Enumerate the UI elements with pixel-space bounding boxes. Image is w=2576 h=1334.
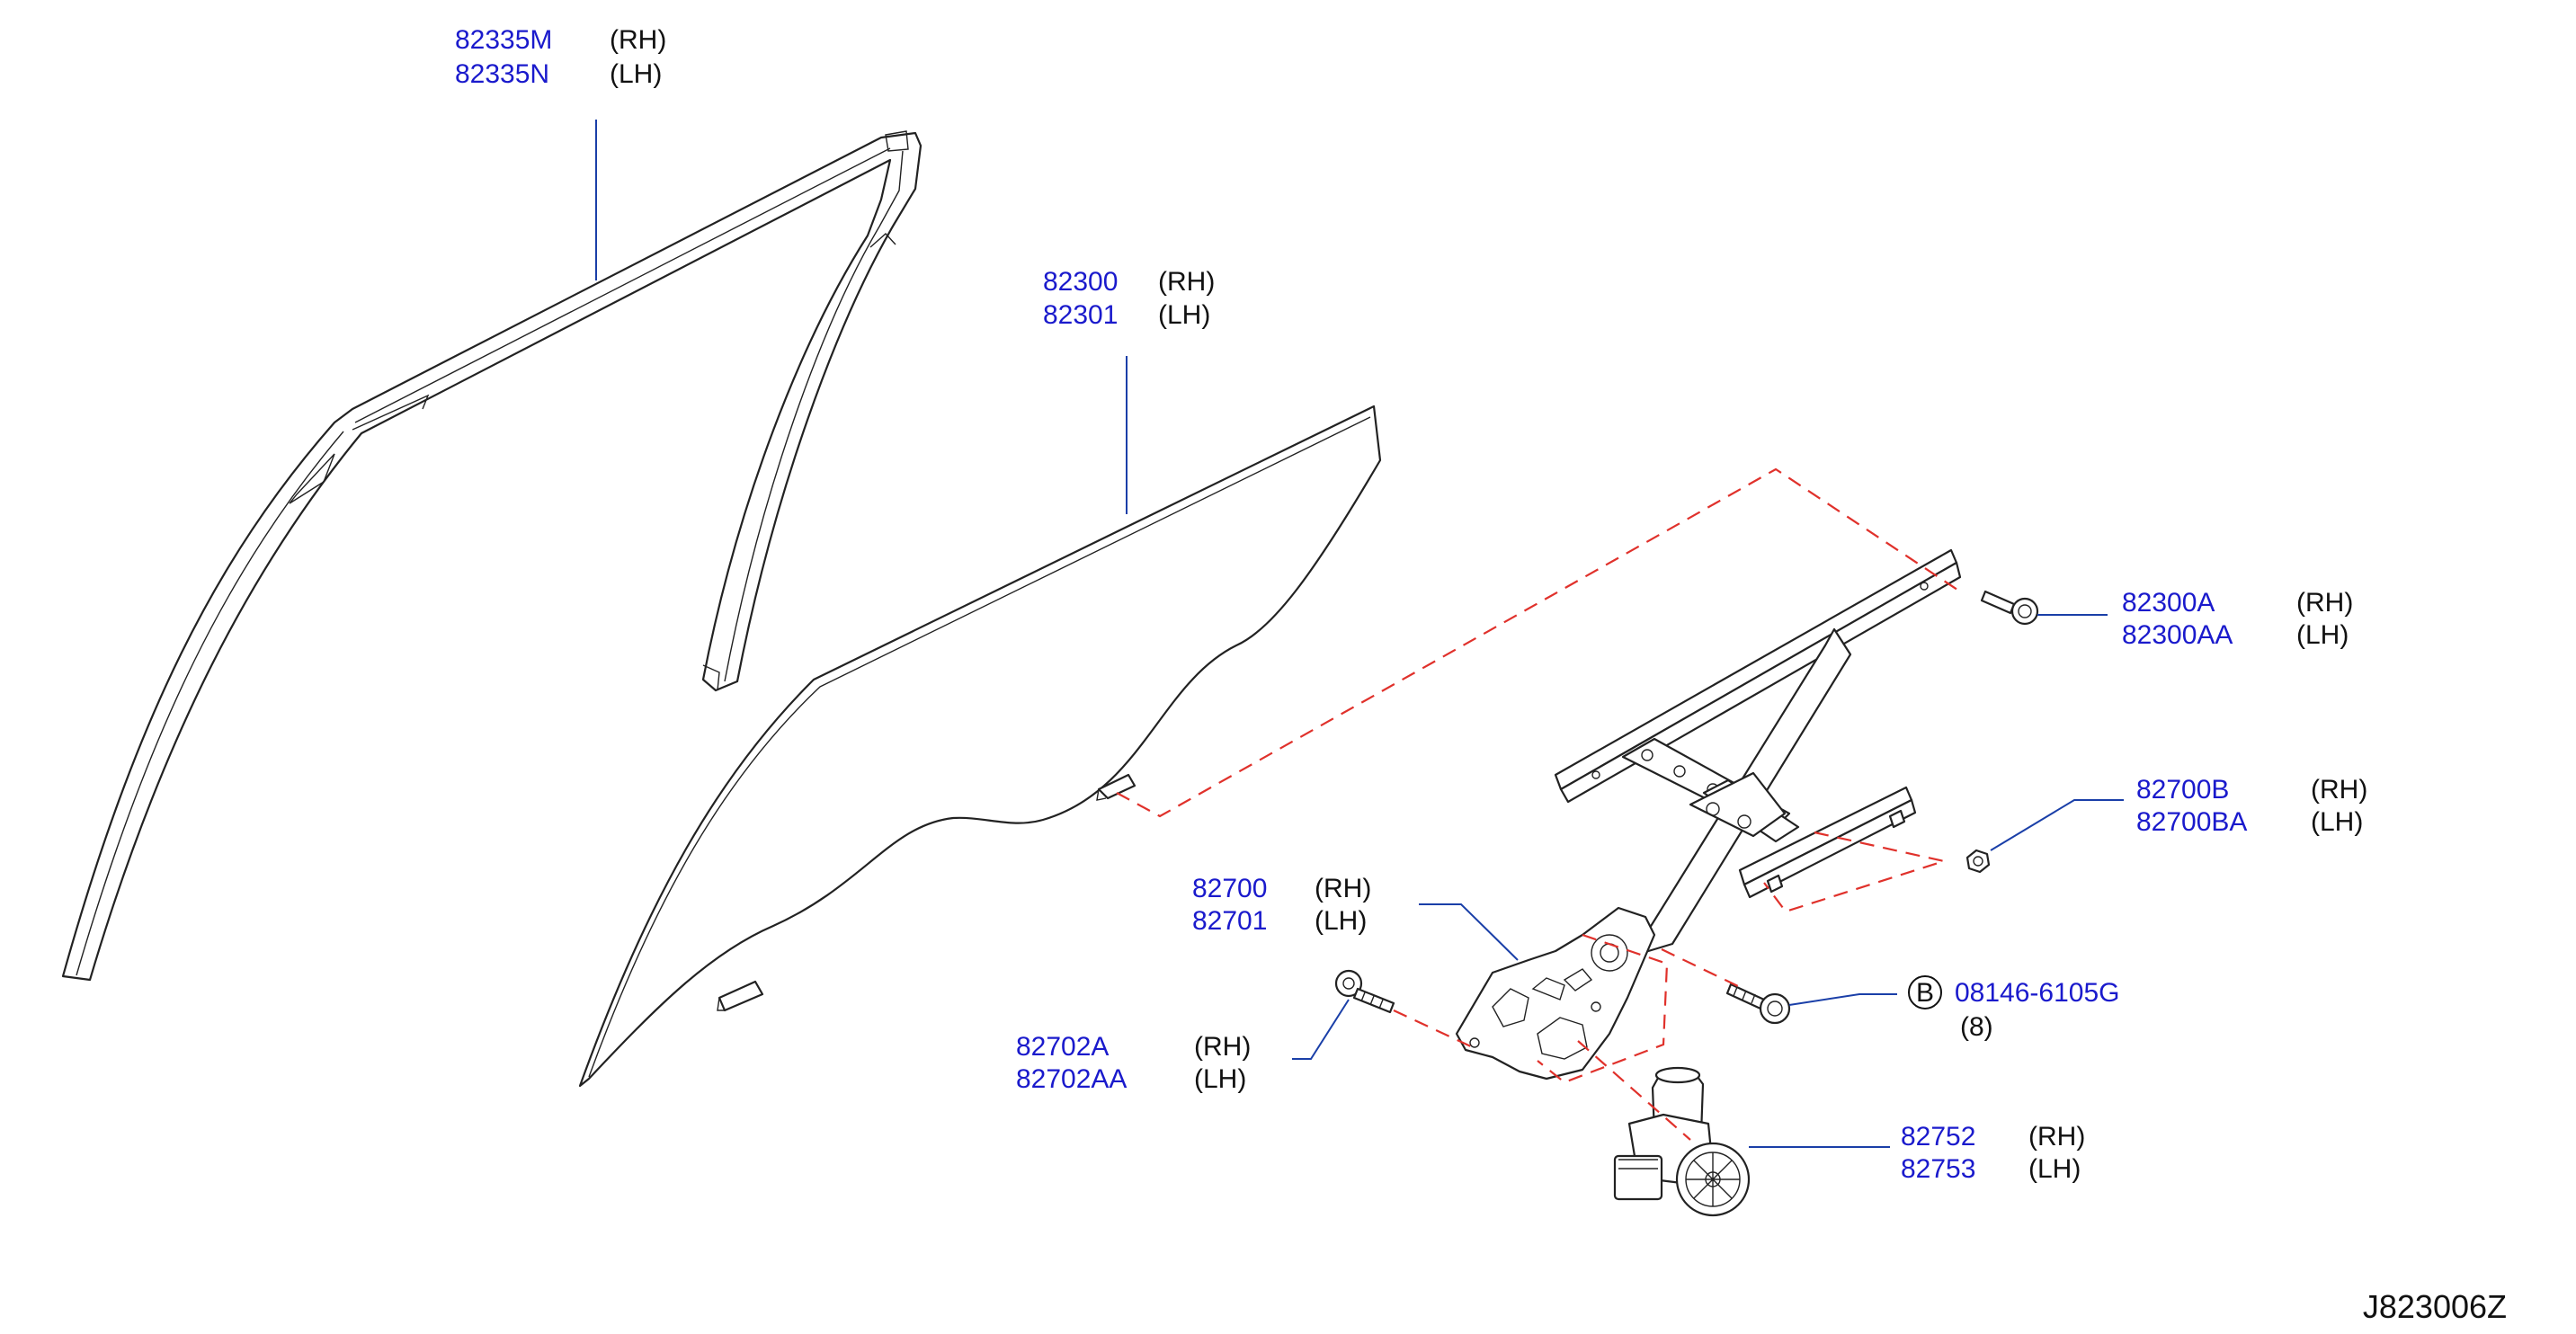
callout-82752: 82752 (RH) 82753 (LH) — [1901, 1122, 2085, 1184]
part-number[interactable]: 82752 — [1901, 1122, 1975, 1152]
door-glass[interactable] — [578, 405, 1382, 1088]
side-label: (LH) — [2296, 620, 2349, 650]
bolt-marker-letter: B — [1916, 978, 1934, 1008]
part-number[interactable]: 82300A — [2122, 588, 2215, 618]
callout-82300a: 82300A (RH) 82300AA (LH) — [2122, 588, 2353, 650]
part-number[interactable]: 82700 — [1192, 874, 1267, 903]
part-number[interactable]: 82701 — [1192, 906, 1267, 936]
side-label: (RH) — [1158, 267, 1215, 297]
assembly-lines — [1116, 467, 1961, 1141]
callout-82702a: 82702A (RH) 82702AA (LH) — [1016, 1032, 1251, 1094]
callout-82700b: 82700B (RH) 82700BA (LH) — [2136, 775, 2367, 837]
side-label: (RH) — [2311, 775, 2367, 805]
side-label: (LH) — [1158, 300, 1210, 330]
part-number[interactable]: 82300 — [1043, 267, 1118, 297]
part-number[interactable]: 82700B — [2136, 775, 2229, 805]
quantity-label: (8) — [1960, 1012, 1993, 1042]
side-label: (RH) — [2296, 588, 2353, 618]
part-number[interactable]: 08146-6105G — [1955, 978, 2120, 1008]
side-label: (RH) — [610, 25, 666, 55]
regulator-motor[interactable] — [1613, 1066, 1751, 1217]
regulator-nut-82700b[interactable] — [1965, 849, 1991, 874]
callout-82700: 82700 (RH) 82701 (LH) — [1192, 874, 1371, 936]
regulator-bolt-82702a[interactable] — [1334, 969, 1395, 1014]
side-label: (LH) — [610, 59, 662, 89]
part-number[interactable]: 82301 — [1043, 300, 1118, 330]
part-number[interactable]: 82702A — [1016, 1032, 1109, 1062]
part-number[interactable]: 82700BA — [2136, 807, 2247, 837]
diagram-code: J823006Z — [2363, 1288, 2507, 1325]
side-label: (LH) — [2028, 1154, 2081, 1184]
side-label: (LH) — [1315, 906, 1367, 936]
callout-bolt-b: B 08146-6105G (8) — [1908, 975, 2120, 1042]
window-regulator[interactable] — [1455, 548, 1962, 1081]
side-label: (LH) — [2311, 807, 2363, 837]
side-label: (RH) — [1194, 1032, 1251, 1062]
part-number[interactable]: 82753 — [1901, 1154, 1975, 1184]
part-number[interactable]: 82702AA — [1016, 1064, 1127, 1094]
side-label: (RH) — [2028, 1122, 2085, 1152]
glass-run-channel[interactable] — [61, 130, 923, 982]
side-label: (LH) — [1194, 1064, 1246, 1094]
callout-82335: 82335M (RH) 82335N (LH) — [455, 25, 666, 89]
glass-bolt-82300a[interactable] — [1980, 590, 2039, 626]
part-number[interactable]: 82335N — [455, 59, 549, 89]
part-number[interactable]: 82300AA — [2122, 620, 2233, 650]
regulator-stud-upper[interactable] — [1766, 809, 1906, 894]
side-label: (RH) — [1315, 874, 1371, 903]
part-number[interactable]: 82335M — [455, 25, 552, 55]
callout-82300: 82300 (RH) 82301 (LH) — [1043, 267, 1215, 330]
bolt-marker-circle — [1908, 975, 1942, 1009]
bolt-08146-6105g[interactable] — [1725, 983, 1791, 1025]
leader-lines — [595, 120, 2124, 1148]
